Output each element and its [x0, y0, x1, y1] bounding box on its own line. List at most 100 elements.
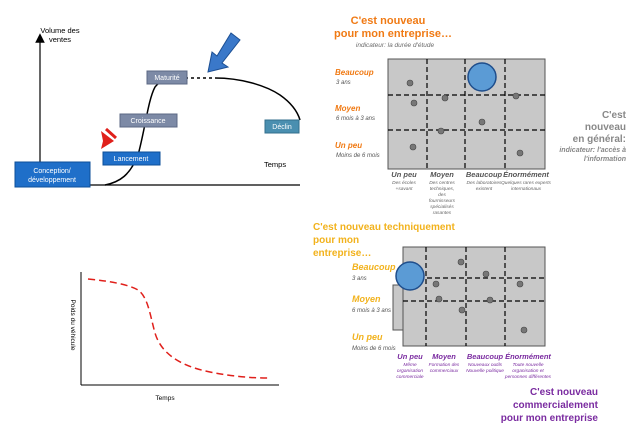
matrix-top-col-1-sub-2: +savant: [396, 186, 414, 192]
degradation-y-label: Poids du véhicule: [69, 300, 76, 351]
matrix-bottom-row-1-label: Beaucoup: [352, 262, 396, 272]
matrix-bottom-point: [432, 280, 440, 288]
matrix-top-row-2-sub: 6 mois à 3 ans: [336, 116, 375, 122]
matrix-top-highlight-circle: [467, 62, 497, 92]
matrix-top: C'est nouveau pour mon entreprise… indic…: [334, 15, 627, 216]
matrix-bottom-title-3: entreprise…: [313, 248, 371, 259]
phase-croissance-box: [119, 113, 178, 128]
matrix-bottom-point: [482, 270, 490, 278]
matrix-bottom-side-step: [392, 284, 404, 331]
matrix-top-col-4-sub-2: internationaux: [511, 186, 542, 192]
matrix-top-side-5: l'information: [584, 156, 626, 163]
matrix-bottom-title-2: pour mon: [313, 235, 359, 246]
matrix-top-col-3-sub-1: Des laboratoires: [467, 180, 503, 186]
phase-declin-box: [264, 119, 300, 134]
matrix-top-col-2-sub-2: techniques,: [430, 186, 455, 192]
matrix-bottom-point: [458, 306, 466, 314]
matrix-bottom: C'est nouveau techniquement pour mon ent…: [313, 222, 599, 424]
matrix-top-col-2-sub-5: spécialisés: [430, 204, 454, 210]
phase-croissance-label: Croissance: [130, 118, 165, 125]
matrix-top-col-2-sub-4: fournisseurs: [429, 198, 456, 204]
matrix-top-point: [410, 99, 418, 107]
matrix-top-point: [478, 118, 486, 126]
degradation-x-label: Temps: [155, 395, 175, 402]
blue-pointer-arrow-icon: [207, 32, 241, 73]
matrix-top-col-1-label: Un peu: [391, 170, 417, 179]
lifecycle-chart: Volume des ventes Temps Conception/ déve…: [14, 26, 301, 188]
degradation-curve: [87, 278, 269, 379]
matrix-bottom-caption-2: commercialement: [513, 400, 599, 411]
phase-conception-label-1: Conception/: [33, 168, 70, 175]
lifecycle-curve-decline: [214, 77, 301, 121]
matrix-bottom-col-4-sub-2: organisation et: [512, 368, 544, 374]
phase-conception-label-2: développement: [28, 177, 76, 184]
matrix-top-row-1-sub: 3 ans: [336, 80, 351, 86]
matrix-bottom-col-1-label: Un peu: [397, 352, 423, 361]
matrix-top-point: [409, 143, 417, 151]
matrix-top-title-1: C'est nouveau: [351, 15, 426, 27]
matrix-bottom-row-3-sub: Moins de 6 mois: [352, 346, 396, 352]
matrix-bottom-highlight-circle: [395, 261, 425, 291]
lifecycle-y-label-2: ventes: [49, 35, 71, 44]
matrix-top-col-2-sub-3: des: [438, 192, 446, 198]
matrix-top-row-3-label: Un peu: [335, 141, 362, 150]
matrix-top-title-2: pour mon entreprise…: [334, 28, 452, 40]
matrix-bottom-col-1-sub-1: Même: [403, 362, 417, 368]
matrix-top-col-3-sub-2: existent: [476, 186, 493, 192]
matrix-bottom-point: [520, 326, 528, 334]
matrix-top-side-1: C'est: [602, 110, 627, 121]
matrix-top-col-2-sub-6: rasantes: [433, 210, 452, 216]
matrix-top-point: [406, 79, 414, 87]
matrix-top-row-1-label: Beaucoup: [335, 68, 374, 77]
matrix-bottom-col-4-sub-1: Toute nouvelle: [512, 362, 543, 368]
matrix-top-point: [512, 92, 520, 100]
matrix-top-row-2-label: Moyen: [335, 104, 360, 113]
matrix-bottom-row-2-sub: 6 mois à 3 ans: [352, 308, 391, 314]
matrix-top-col-4-sub-1: Quelques rares experts: [501, 180, 551, 186]
matrix-top-col-1-sub-1: Des écoles: [392, 180, 416, 186]
matrix-bottom-col-2-label: Moyen: [432, 352, 456, 361]
matrix-top-col-3-label: Beaucoup: [466, 170, 503, 179]
matrix-bottom-col-1-sub-3: commerciale: [396, 374, 424, 380]
red-chevron-arrow-icon: [101, 127, 118, 149]
matrix-bottom-col-2-sub-1: Formation des: [429, 362, 460, 368]
matrix-bottom-col-4-label: Énormément: [505, 352, 551, 361]
phase-maturite-label: Maturité: [154, 75, 179, 82]
matrix-bottom-row-2-label: Moyen: [352, 294, 381, 304]
matrix-top-col-4-label: Énormément: [503, 170, 549, 179]
matrix-bottom-point: [435, 295, 443, 303]
lifecycle-x-label: Temps: [264, 160, 286, 169]
matrix-top-point: [437, 127, 445, 135]
matrix-top-row-3-sub: Moins de 6 mois: [336, 153, 380, 159]
phase-declin-label: Déclin: [272, 124, 292, 131]
matrix-bottom-caption-3: pour mon entreprise: [501, 413, 599, 424]
lifecycle-curve: [104, 77, 186, 186]
matrix-top-col-2-sub-1: Des centres: [429, 180, 455, 186]
matrix-bottom-point: [486, 296, 494, 304]
matrix-top-side-4: indicateur: l'accès à: [559, 147, 626, 154]
matrix-bottom-col-3-label: Beaucoup: [467, 352, 504, 361]
matrix-bottom-col-3-sub-2: Nouvelle politique: [466, 368, 504, 374]
phase-lancement-label: Lancement: [114, 156, 149, 163]
matrix-bottom-col-4-sub-3: personnes différentes: [504, 374, 552, 380]
matrix-bottom-point: [516, 280, 524, 288]
phase-conception-box: [14, 161, 91, 188]
matrix-top-side-3: en général:: [573, 134, 626, 145]
matrix-bottom-col-1-sub-2: organisation: [397, 368, 423, 374]
matrix-bottom-point: [457, 258, 465, 266]
matrix-bottom-row-3-label: Un peu: [352, 332, 383, 342]
lifecycle-y-label-1: Volume des: [40, 26, 79, 35]
matrix-top-side-2: nouveau: [585, 122, 626, 133]
degradation-chart: Poids du véhicule Temps: [69, 272, 279, 402]
matrix-bottom-caption-1: C'est nouveau: [530, 387, 598, 398]
matrix-bottom-col-3-sub-1: Nouveaux outils: [468, 362, 503, 368]
phase-maturite-box: [146, 70, 188, 85]
matrix-top-col-2-label: Moyen: [430, 170, 454, 179]
matrix-top-point: [441, 94, 449, 102]
matrix-bottom-col-2-sub-2: commerciaux: [430, 368, 459, 374]
matrix-bottom-row-1-sub: 3 ans: [352, 276, 367, 282]
matrix-top-subtitle: indicateur: la durée d'étude: [356, 42, 435, 49]
matrix-bottom-title-1: C'est nouveau techniquement: [313, 222, 456, 233]
matrix-top-point: [516, 149, 524, 157]
